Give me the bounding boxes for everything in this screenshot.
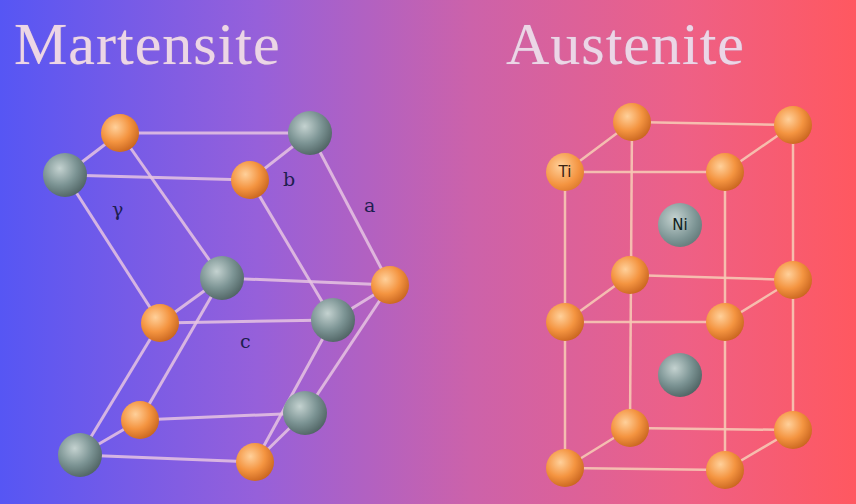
bond-line [310, 133, 390, 285]
bond-line [565, 321, 725, 324]
bond-line [222, 278, 390, 285]
element-symbol: Ti [559, 165, 572, 180]
ti-atom [236, 443, 274, 481]
ti-atom [706, 451, 744, 489]
bond-line [120, 132, 310, 135]
ti-atom [101, 114, 139, 152]
ni-atom: Ni [658, 203, 702, 247]
ti-atom [231, 161, 269, 199]
ti-atom [121, 401, 159, 439]
bond-line [80, 455, 255, 462]
bond-line [632, 122, 793, 125]
bond-line [80, 323, 160, 455]
ti-atom [774, 411, 812, 449]
ni-atom [658, 353, 702, 397]
ti-atom [706, 153, 744, 191]
ti-atom [613, 103, 651, 141]
bond-line [160, 320, 333, 323]
ni-atom [200, 256, 244, 300]
bond-line [140, 278, 222, 420]
ti-atom: Ti [546, 153, 584, 191]
ti-atom [611, 409, 649, 447]
ni-atom [43, 153, 87, 197]
ni-atom [311, 298, 355, 342]
lattice-parameter: a [364, 196, 375, 215]
ni-atom [283, 391, 327, 435]
bond-line [65, 175, 160, 323]
bond-line [630, 275, 793, 280]
bond-line [65, 175, 250, 180]
phase-title: Austenite [506, 14, 745, 74]
martensite-bonds [65, 133, 390, 462]
ti-atom [546, 449, 584, 487]
ni-atom [288, 111, 332, 155]
ti-atom [774, 106, 812, 144]
ti-atom [611, 256, 649, 294]
lattice-parameter: c [240, 332, 251, 351]
atoms [43, 103, 812, 489]
ni-atom [58, 433, 102, 477]
bond-line [630, 428, 793, 430]
ti-atom [141, 304, 179, 342]
austenite-bonds [565, 122, 793, 470]
ti-atom [371, 266, 409, 304]
phase-title: Martensite [14, 14, 281, 74]
ti-atom [774, 261, 812, 299]
bond-line [255, 320, 333, 462]
bond-line [565, 171, 725, 174]
ti-atom [546, 303, 584, 341]
lattice-angle: γ [112, 200, 123, 219]
bond-line [565, 468, 725, 470]
bond-line [250, 180, 333, 320]
lattice-parameter: b [283, 170, 295, 189]
ti-atom [706, 303, 744, 341]
element-symbol: Ni [672, 218, 687, 233]
bond-line [120, 133, 222, 278]
